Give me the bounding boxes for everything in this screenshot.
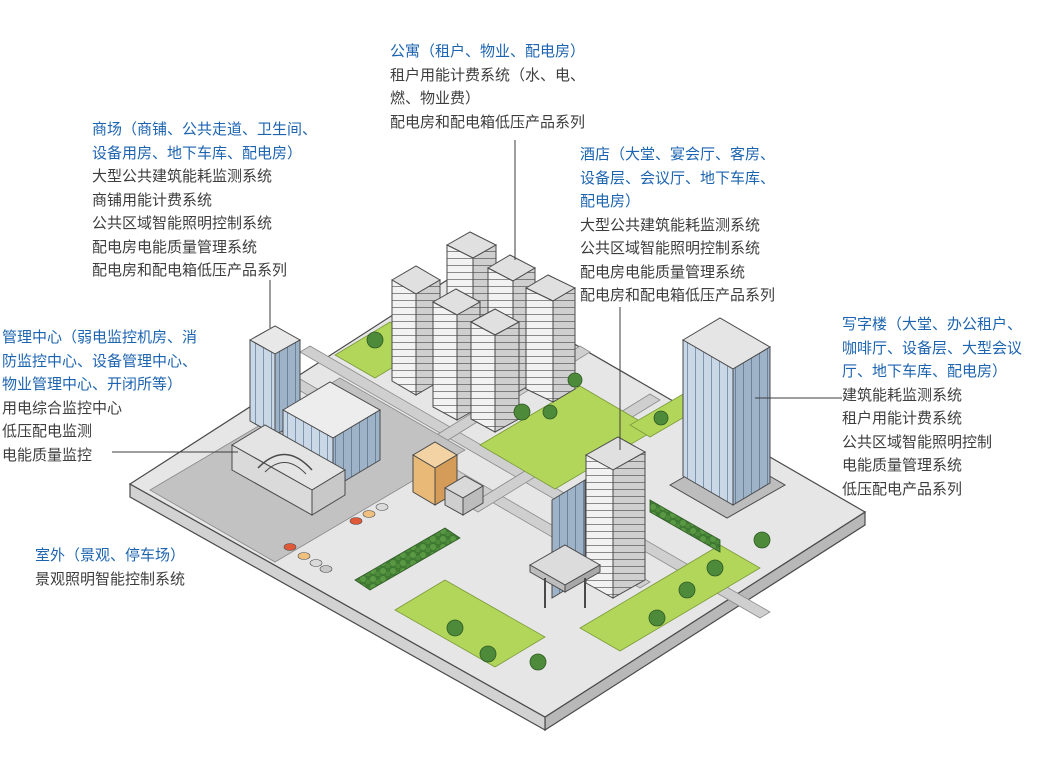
- callout-hotel-line: 配电房和配电箱低压产品系列: [580, 286, 776, 304]
- callout-hotel: 酒店（大堂、宴会厅、客房、 设备层、会议厅、地下车库、 配电房） 大型公共建筑能…: [580, 143, 775, 308]
- callout-mall-line: 配电房和配电箱低压产品系列: [92, 261, 288, 279]
- callout-office-line: 公共区域智能照明控制: [842, 432, 993, 451]
- callout-mgmt-title: 防监控中心、设备管理中心、: [2, 351, 198, 370]
- callout-mall-line: 公共区域智能照明控制系统: [92, 214, 273, 232]
- hotel-building: [528, 436, 647, 608]
- callout-office-title: 写字楼（大堂、办公租户、: [842, 315, 1023, 333]
- callout-mgmt-line: 用电综合监控中心: [2, 398, 123, 417]
- callout-apartment: 公寓（租户、物业、配电房） 租户用能计费系统（水、电、 燃、物业费） 配电房和配…: [390, 40, 585, 134]
- small-orange-building: [412, 441, 484, 516]
- callout-office-title: 厅、地下车库、配电房）: [842, 362, 1008, 380]
- callout-office-line: 租户用能计费系统: [842, 409, 963, 427]
- callout-outdoor: 室外（景观、停车场） 景观照明智能控制系统: [35, 544, 185, 591]
- trees: [366, 331, 771, 671]
- hedges: [354, 499, 721, 591]
- callout-mgmt-title: 管理中心（弱电监控机房、消: [2, 328, 198, 346]
- callout-office-title: 咖啡厅、设备层、大型会议: [842, 338, 1023, 357]
- callout-office-line: 电能质量管理系统: [842, 456, 963, 474]
- callout-management-center: 管理中心（弱电监控机房、消 防监控中心、设备管理中心、 物业管理中心、开闭所等）…: [2, 326, 197, 467]
- callout-mgmt-line: 低压配电监测: [2, 422, 93, 440]
- callout-hotel-line: 公共区域智能照明控制系统: [580, 239, 761, 257]
- callout-office-line: 建筑能耗监测系统: [842, 385, 963, 404]
- callout-office-line: 低压配电产品系列: [842, 479, 963, 498]
- apartment-tower-4: [524, 274, 577, 403]
- callout-apartment-line: 燃、物业费）: [390, 89, 481, 107]
- callout-hotel-title: 设备层、会议厅、地下车库、: [580, 168, 776, 187]
- callout-apartment-title: 公寓（租户、物业、配电房）: [390, 42, 586, 60]
- callout-mgmt-line: 电能质量监控: [2, 445, 93, 464]
- callout-mgmt-title: 物业管理中心、开闭所等）: [2, 375, 183, 393]
- callout-mall-title: 设备用房、地下车库、配电房）: [92, 143, 303, 162]
- parked-cars: [283, 503, 389, 573]
- callout-mall-line: 大型公共建筑能耗监测系统: [92, 167, 273, 185]
- callout-mall: 商场（商铺、公共走道、卫生间、 设备用房、地下车库、配电房） 大型公共建筑能耗监…: [92, 118, 317, 283]
- apartment-tower-5: [469, 308, 521, 433]
- apartment-towers: [391, 231, 577, 433]
- callout-hotel-line: 大型公共建筑能耗监测系统: [580, 215, 761, 234]
- callout-apartment-line: 配电房和配电箱低压产品系列: [390, 112, 586, 131]
- callout-apartment-line: 租户用能计费系统（水、电、: [390, 65, 586, 84]
- callout-hotel-line: 配电房电能质量管理系统: [580, 262, 746, 281]
- callout-mall-line: 商铺用能计费系统: [92, 190, 213, 209]
- callout-hotel-title: 酒店（大堂、宴会厅、客房、: [580, 145, 776, 163]
- office-tower: [668, 317, 787, 519]
- mall-complex: [231, 381, 381, 516]
- callout-mall-line: 配电房电能质量管理系统: [92, 237, 258, 256]
- callout-leader-lines: [112, 140, 842, 453]
- callout-outdoor-line: 景观照明智能控制系统: [35, 569, 186, 588]
- callout-office: 写字楼（大堂、办公租户、 咖啡厅、设备层、大型会议 厅、地下车库、配电房） 建筑…: [842, 313, 1022, 501]
- callout-mall-title: 商场（商铺、公共走道、卫生间、: [92, 120, 318, 138]
- callout-hotel-title: 配电房）: [580, 192, 641, 210]
- callout-outdoor-title: 室外（景观、停车场）: [35, 546, 186, 564]
